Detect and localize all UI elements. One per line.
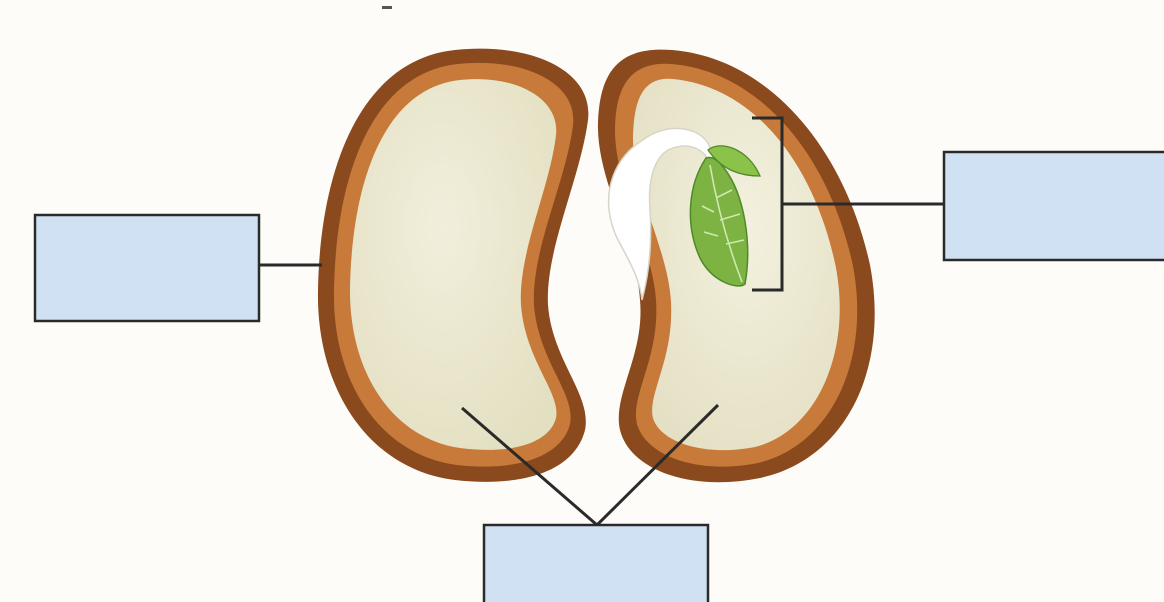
left-seed-half xyxy=(318,49,588,482)
seed-coat-label-box[interactable] xyxy=(35,215,259,321)
right-seed-half xyxy=(598,50,875,483)
cotyledon-label-box[interactable] xyxy=(484,525,708,602)
embryo-label-box[interactable] xyxy=(944,152,1164,260)
top-mark xyxy=(382,6,392,9)
